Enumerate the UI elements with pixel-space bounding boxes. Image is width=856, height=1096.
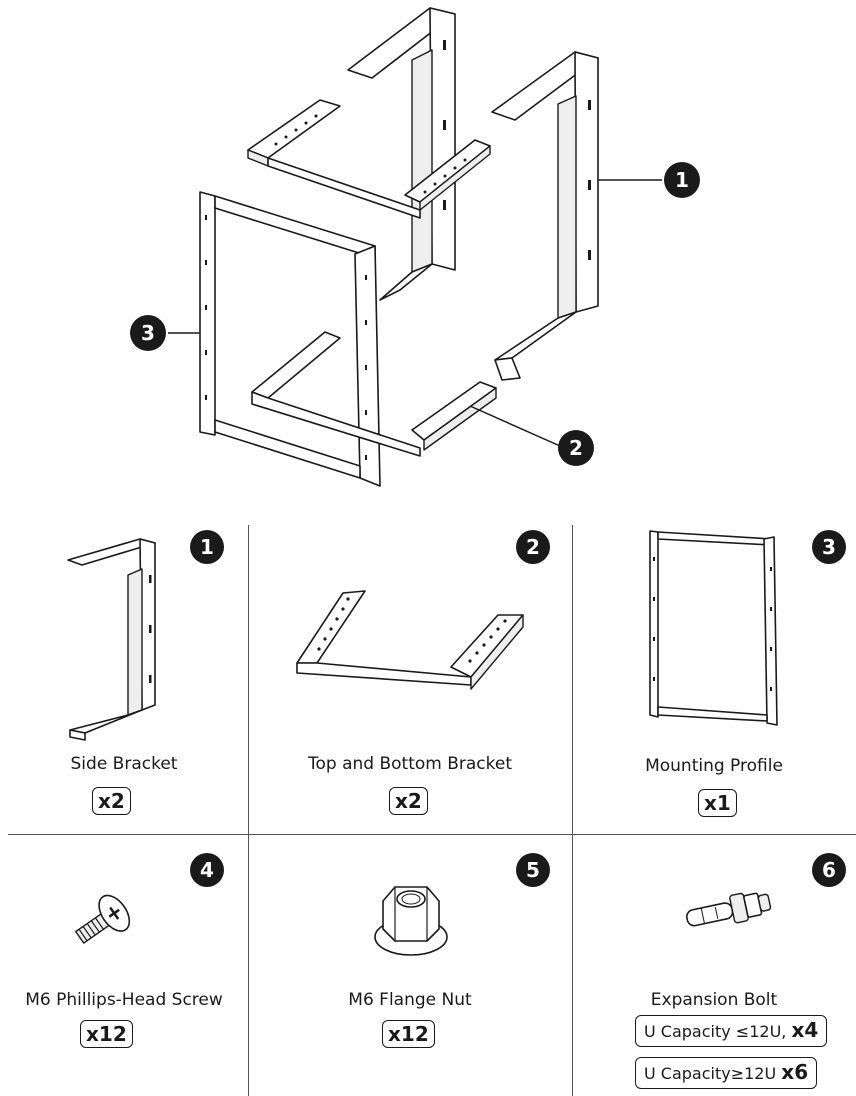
flange-nut-icon [374,886,448,956]
part-name: Mounting Profile [645,756,783,776]
capacity-option-small: U Capacity ≤12U, x4 [635,1015,828,1047]
part-name: M6 Phillips-Head Screw [25,990,223,1010]
callout-2: 2 [558,430,594,466]
part-name: Top and Bottom Bracket [307,754,513,774]
part-number-badge: 4 [190,853,224,887]
part-name: Side Bracket [70,754,178,774]
part-number-badge: 1 [190,530,224,564]
top-bottom-bracket-icon [296,590,524,690]
part-number-badge: 6 [812,853,846,887]
rear-side-bracket-drawing [347,7,456,301]
capacity-qty: x6 [781,1060,809,1084]
callout-1: 1 [664,162,700,198]
part-cell-flange-nut: 5 M6 Flange Nut x12 [248,834,572,1096]
capacity-label: U Capacity≥12U [644,1064,777,1083]
quantity-badge: x2 [92,787,131,815]
part-name: M6 Flange Nut [348,990,472,1010]
callout-3: 3 [130,315,166,351]
part-number-badge: 5 [516,853,550,887]
svg-text:1: 1 [675,168,689,192]
part-cell-mounting-profile: 3 Mounting Profile x1 [572,525,856,834]
quantity-badge: x2 [389,787,428,815]
capacity-qty: x4 [791,1018,819,1042]
quantity-badge: x12 [382,1020,435,1048]
front-side-bracket-drawing [491,51,599,381]
quantity-badge: x1 [698,789,737,817]
top-bracket-drawing [247,99,491,219]
capacity-label: U Capacity ≤12U, [644,1022,787,1041]
part-cell-top-bottom-bracket: 2 Top and Bottom Bracket x2 [248,525,572,834]
part-number-badge: 3 [812,530,846,564]
grid-divider [572,525,573,1096]
quantity-badge: x12 [80,1020,133,1048]
part-cell-expansion-bolt: 6 Expansion Bolt U Capacity ≤12U, x4 U C… [572,834,856,1096]
phillips-screw-icon [75,894,131,944]
expansion-bolt-icon [686,892,772,927]
parts-list: 1 Side Bracket x2 2 [0,525,856,1096]
part-cell-side-bracket: 1 Side Bracket x2 [0,525,248,834]
grid-divider [8,834,856,835]
mounting-profile-drawing [199,191,381,487]
part-number-badge: 2 [516,530,550,564]
exploded-assembly-diagram: 1 2 3 [130,7,700,487]
bottom-bracket-drawing [251,331,497,457]
svg-text:3: 3 [141,321,155,345]
capacity-option-large: U Capacity≥12U x6 [635,1057,818,1089]
part-cell-phillips-screw: 4 M6 Phillips-Head Screw x12 [0,834,248,1096]
grid-divider [248,525,249,1096]
part-name: Expansion Bolt [650,990,778,1010]
side-bracket-icon [67,538,156,741]
svg-text:2: 2 [569,436,583,460]
mounting-profile-icon [649,530,778,726]
